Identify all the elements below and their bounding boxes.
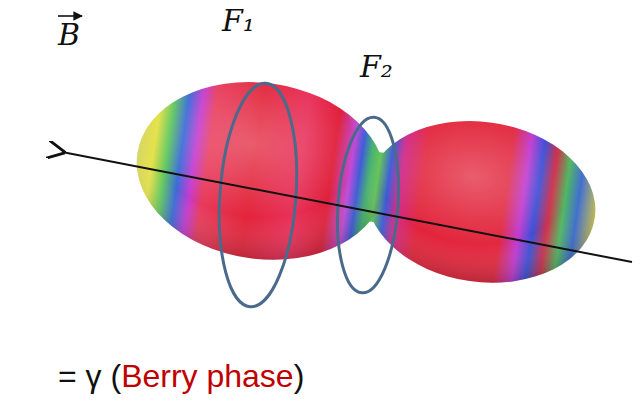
loop-label: F₂ — [360, 52, 393, 82]
berry-phase-text: Berry phase — [121, 358, 294, 394]
equation-line: = γ (Berry phase) — [58, 359, 304, 394]
field-label: B — [58, 20, 80, 50]
equation-text: ) — [294, 358, 305, 394]
loop-label: F₁ — [222, 6, 255, 36]
equation-text: = γ ( — [58, 358, 121, 394]
